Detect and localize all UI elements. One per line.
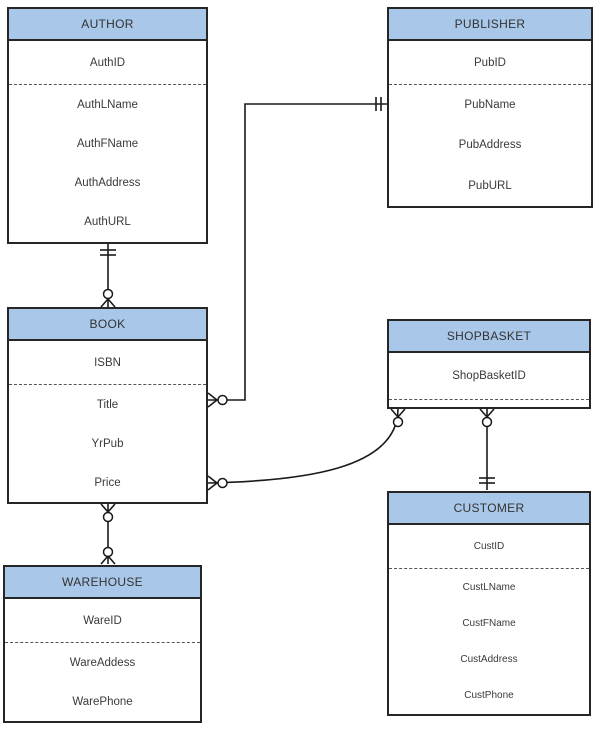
- entity-title-book: BOOK: [9, 309, 206, 341]
- optional-zero-mark: [392, 416, 404, 428]
- optional-zero-mark: [102, 511, 114, 523]
- crow-foot-many-mark: [100, 503, 116, 513]
- attribute-custaddress: CustAddress: [460, 654, 518, 666]
- attribute-custphone: CustPhone: [464, 690, 514, 702]
- entity-title-author: AUTHOR: [9, 9, 206, 41]
- primary-key-authid: AuthID: [9, 41, 206, 85]
- entity-shopbasket[interactable]: SHOPBASKET ShopBasketID: [387, 319, 591, 409]
- primary-key-custid: CustID: [389, 525, 589, 569]
- primary-key-isbn: ISBN: [9, 341, 206, 385]
- optional-zero-mark: [217, 394, 228, 406]
- attribute-list: ShopBasketID: [389, 353, 589, 407]
- primary-key-pubid: PubID: [389, 41, 591, 85]
- crow-foot-many-mark: [100, 555, 116, 565]
- attribute-warephone: WarePhone: [72, 695, 133, 708]
- attribute-authaddress: AuthAddress: [74, 177, 141, 190]
- optional-zero-mark: [217, 477, 228, 489]
- connector-author-book[interactable]: [100, 244, 116, 308]
- attribute-yrpub: YrPub: [91, 437, 124, 450]
- crow-foot-many-mark: [207, 475, 218, 491]
- connector-shopbasket-customer[interactable]: [479, 408, 495, 490]
- attribute-puburl: PubURL: [468, 179, 512, 192]
- connector-book-shopbasket[interactable]: [207, 408, 406, 491]
- connector-book-publisher[interactable]: [207, 97, 387, 408]
- attribute-custlname: CustLName: [462, 581, 516, 593]
- connector-book-warehouse[interactable]: [100, 503, 116, 565]
- optional-zero-mark: [102, 546, 114, 558]
- attribute-authfname: AuthFName: [76, 137, 139, 150]
- primary-key-shopbasketid: ShopBasketID: [389, 353, 589, 400]
- entity-title-customer: CUSTOMER: [389, 493, 589, 525]
- entity-title-publisher: PUBLISHER: [389, 9, 591, 41]
- attribute-authlname: AuthLName: [77, 98, 138, 111]
- primary-key-wareid: WareID: [5, 599, 200, 643]
- optional-zero-mark: [102, 288, 114, 300]
- entity-title-shopbasket: SHOPBASKET: [389, 321, 589, 353]
- attribute-custfname: CustFName: [462, 617, 516, 629]
- attribute-wareaddess: WareAddess: [69, 656, 136, 669]
- optional-zero-mark: [481, 416, 493, 428]
- attribute-pubname: PubName: [464, 99, 516, 112]
- attribute-price: Price: [94, 476, 121, 489]
- attribute-authurl: AuthURL: [84, 216, 131, 229]
- attribute-pubaddress: PubAddress: [458, 139, 522, 152]
- attribute-title: Title: [96, 398, 119, 411]
- crow-foot-many-mark: [390, 408, 406, 418]
- entity-title-warehouse: WAREHOUSE: [5, 567, 200, 599]
- crow-foot-many-mark: [479, 408, 495, 418]
- crow-foot-many-mark: [207, 392, 218, 408]
- crow-foot-many-mark: [100, 298, 116, 308]
